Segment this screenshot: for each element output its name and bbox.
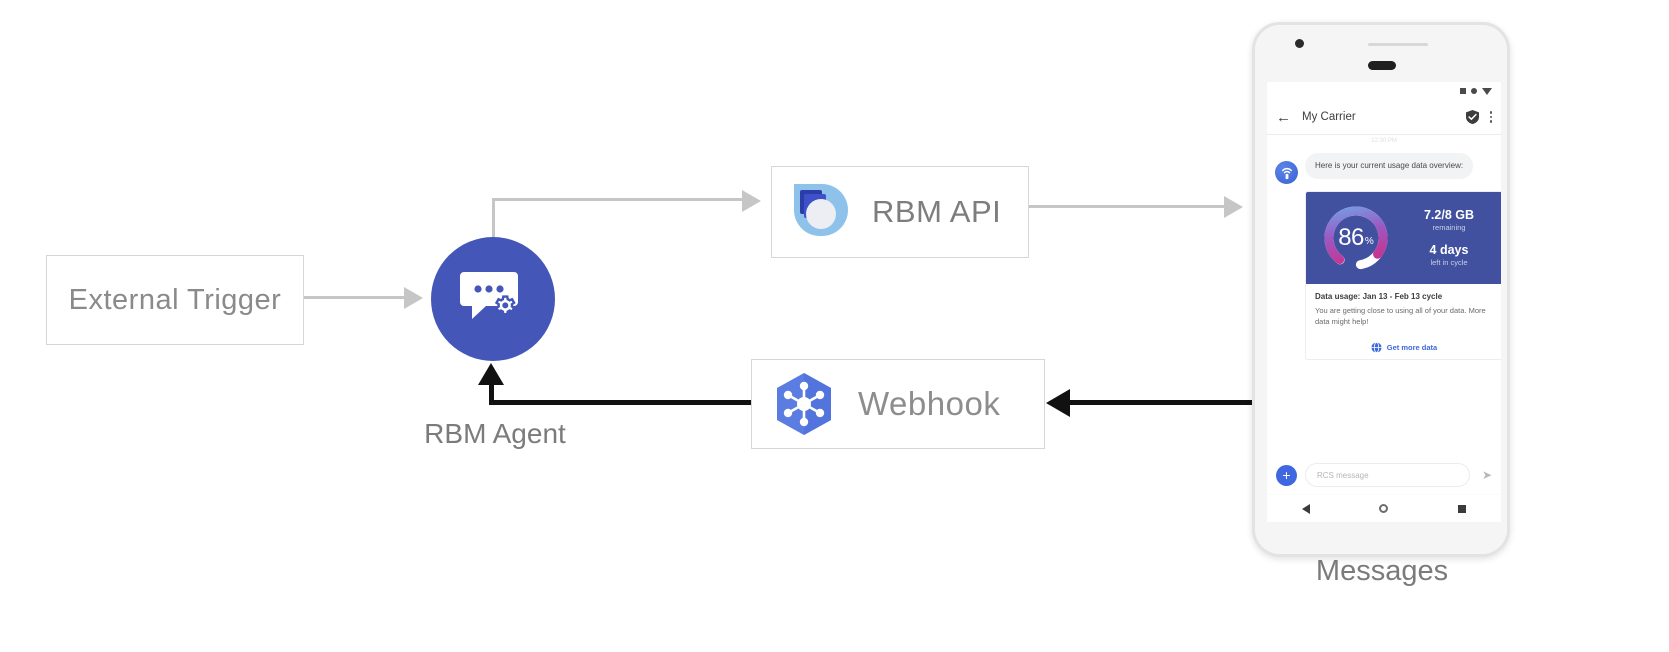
phone-earpiece [1368, 61, 1396, 70]
rich-card[interactable]: 86 % 7.2/8 GB remaining 4 days [1305, 191, 1501, 360]
rich-card-description: You are getting close to using all of yo… [1315, 306, 1486, 327]
phone-screen: ← My Carrier 12:30 PM [1267, 82, 1501, 522]
gauge-percent-readout: 86 % [1320, 202, 1392, 274]
nav-back-icon[interactable] [1301, 503, 1310, 514]
plus-icon[interactable]: + [1276, 464, 1297, 486]
node-rbm-agent[interactable] [431, 237, 555, 361]
rich-card-hero: 86 % 7.2/8 GB remaining 4 days [1306, 192, 1501, 284]
circle-icon [1471, 88, 1477, 94]
phone-body: ← My Carrier 12:30 PM [1255, 25, 1507, 554]
stat-data-remaining-caption: remaining [1432, 223, 1466, 233]
triangle-down-icon [1482, 87, 1492, 95]
connector-agent-to-api [492, 198, 742, 201]
messages-label: Messages [1315, 555, 1449, 587]
phone-speaker-grill [1368, 43, 1428, 46]
gauge-percent-unit: % [1364, 236, 1374, 247]
external-trigger-label: External Trigger [68, 283, 282, 316]
incoming-message-bubble: Here is your current usage data overview… [1305, 153, 1474, 179]
send-icon[interactable]: ➤ [1481, 468, 1492, 482]
status-bar [1267, 82, 1501, 100]
globe-icon [1371, 341, 1382, 353]
connector-webhook-to-agent-vertical [489, 384, 494, 405]
message-composer: + RCS message ➤ [1267, 456, 1501, 494]
node-external-trigger[interactable]: External Trigger [46, 255, 304, 345]
get-more-data-label: Get more data [1386, 342, 1438, 352]
rich-card-stats: 7.2/8 GB remaining 4 days left in cycle [1396, 192, 1501, 284]
rcs-message-placeholder: RCS message [1317, 470, 1369, 480]
arrowhead-trigger-to-agent [404, 287, 423, 309]
phone-device: ← My Carrier 12:30 PM [1252, 22, 1510, 557]
get-more-data-button[interactable]: Get more data [1306, 334, 1501, 359]
stat-data-remaining: 7.2/8 GB remaining [1423, 207, 1475, 233]
app-bar: ← My Carrier [1267, 100, 1501, 135]
conversation-title: My Carrier [1302, 111, 1356, 123]
rcs-message-input[interactable]: RCS message [1305, 463, 1470, 487]
connector-messages-to-webhook [1070, 400, 1260, 405]
connector-api-to-messages [1029, 205, 1235, 208]
node-webhook[interactable]: Webhook [751, 359, 1045, 449]
stat-days-left-caption: left in cycle [1430, 258, 1468, 268]
broadcast-tower-icon [1281, 167, 1292, 179]
arrowhead-agent-to-api [742, 190, 761, 212]
arrow-left-icon[interactable]: ← [1276, 108, 1291, 126]
gauge-percent-value: 86 [1338, 224, 1364, 251]
shield-check-icon [1465, 110, 1479, 124]
phone-camera-icon [1295, 39, 1304, 48]
webhook-label: Webhook [858, 385, 1001, 422]
message-timestamp: 12:30 PM [1371, 138, 1397, 144]
stat-days-left: 4 days left in cycle [1429, 242, 1469, 268]
rich-card-body: Data usage: Jan 13 - Feb 13 cycle You ar… [1306, 284, 1501, 334]
stat-days-left-value: 4 days [1429, 242, 1469, 257]
chat-gear-icon [460, 272, 518, 319]
square-icon [1460, 88, 1466, 94]
rbm-api-label: RBM API [872, 194, 1002, 229]
rbm-droplet-icon [793, 184, 848, 237]
arrowhead-messages-to-webhook [1046, 389, 1070, 417]
more-vertical-icon[interactable] [1489, 111, 1492, 123]
rich-card-title: Data usage: Jan 13 - Feb 13 cycle [1315, 292, 1443, 301]
arrowhead-api-to-messages [1224, 196, 1243, 218]
nav-recents-icon[interactable] [1458, 504, 1467, 513]
node-rbm-api[interactable]: RBM API [771, 166, 1029, 258]
connector-agent-up [492, 198, 495, 242]
message-row-incoming: Here is your current usage data overview… [1275, 153, 1493, 184]
message-thread: Here is your current usage data overview… [1267, 144, 1501, 360]
stat-data-remaining-value: 7.2/8 GB [1423, 207, 1475, 222]
arrowhead-webhook-to-agent [478, 363, 504, 385]
connector-trigger-to-agent [304, 296, 404, 299]
rbm-agent-label: RBM Agent [424, 418, 566, 449]
nav-home-icon[interactable] [1379, 504, 1389, 513]
cloud-functions-hexagon-icon [777, 373, 831, 435]
android-nav-bar [1267, 494, 1501, 522]
data-usage-gauge: 86 % [1320, 202, 1392, 274]
avatar [1275, 161, 1298, 184]
connector-webhook-to-agent-horizontal [489, 400, 753, 405]
